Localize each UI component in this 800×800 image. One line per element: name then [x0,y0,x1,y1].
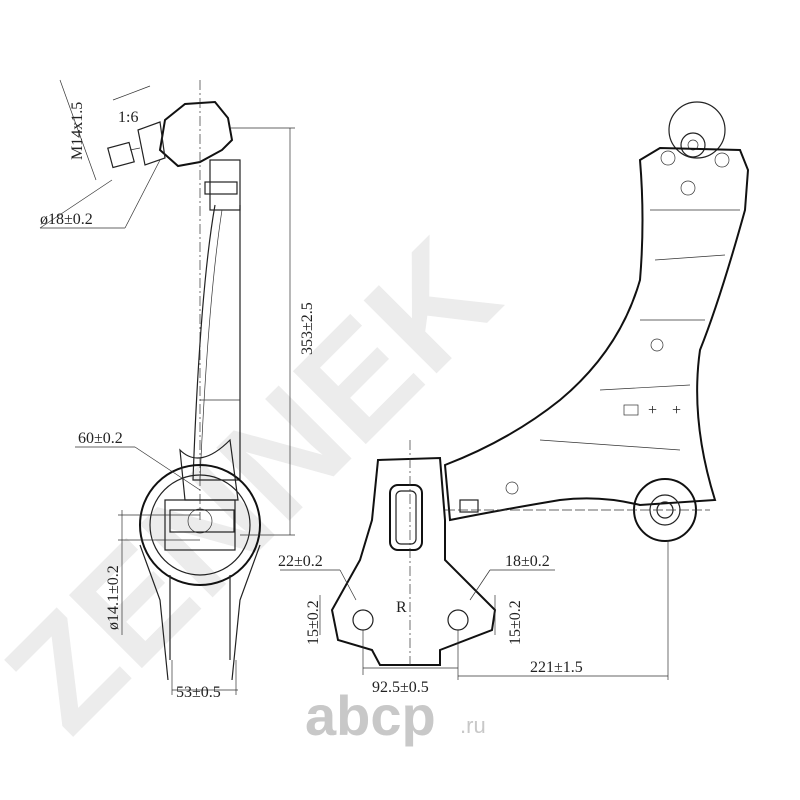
cross-mark-2: + [672,402,681,419]
dim-angle: 60±0.2 [78,430,123,447]
dim-hole-offset-left: 15±0.2 [305,600,322,645]
dim-hole-spacing: 92.5±0.5 [372,679,429,696]
dim-hole-offset-right: 15±0.2 [507,600,524,645]
dim-hole-left: 22±0.2 [278,553,323,570]
top-dimension-lines [280,540,669,680]
dim-bushing-diameter: ø14.1±0.2 [105,565,122,630]
abcp-logo-suffix: .ru [460,713,486,738]
watermark: ZENNEK [0,208,529,763]
dim-radius: R [396,599,407,616]
dim-taper: 1:6 [118,109,138,126]
dim-hole-right: 18±0.2 [505,553,550,570]
dim-balljoint-offset: 221±1.5 [530,659,583,676]
top-view: + + [330,101,750,666]
dim-thread: M14x1.5 [69,102,86,160]
dim-length: 353±2.5 [299,302,316,355]
side-dimension-lines [39,79,295,695]
dim-pin-diameter: ø18±0.2 [40,211,93,228]
dim-bushing-width: 53±0.5 [176,684,221,701]
abcp-logo: abcp [305,684,436,747]
cross-mark-1: + [648,402,657,419]
side-view [107,80,261,681]
